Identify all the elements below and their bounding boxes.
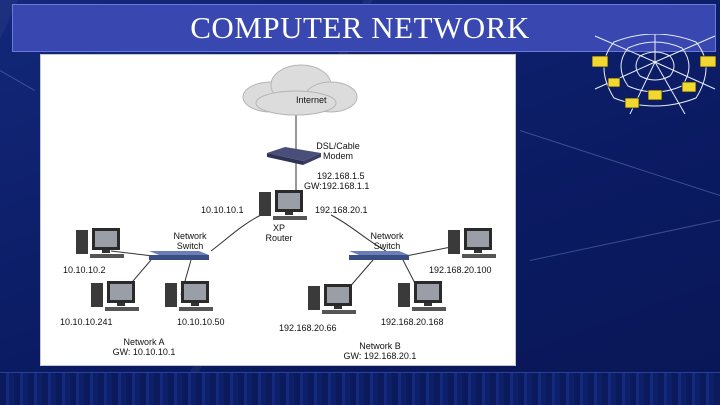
network-a-name: Network A bbox=[123, 337, 165, 347]
router-name-line1: XP bbox=[272, 223, 286, 233]
host-a1-ip: 10.10.10.2 bbox=[63, 265, 106, 275]
host-b2-ip: 192.168.20.66 bbox=[279, 323, 337, 333]
title-bar: COMPUTER NETWORK bbox=[12, 4, 716, 52]
host-a2-icon bbox=[91, 281, 139, 311]
network-a-gateway: GW: 10.10.10.1 bbox=[112, 347, 176, 357]
network-diagram: Internet DSL/Cable Modem 192.168.1.5 GW:… bbox=[40, 54, 516, 366]
slide-title: COMPUTER NETWORK bbox=[190, 10, 530, 45]
spider-web-art bbox=[591, 34, 717, 115]
host-b1-ip: 192.168.20.100 bbox=[429, 265, 492, 275]
switch-b-label-line2: Switch bbox=[373, 241, 401, 251]
host-b1-icon bbox=[448, 228, 496, 258]
router-right-ip: 192.168.20.1 bbox=[315, 205, 368, 215]
host-a2-ip: 10.10.10.241 bbox=[60, 317, 113, 327]
host-b3-ip: 192.168.20.168 bbox=[381, 317, 444, 327]
switch-b-label-line1: Network bbox=[370, 231, 404, 241]
host-b3-icon bbox=[398, 281, 446, 311]
modem-label-line1: DSL/Cable bbox=[316, 141, 360, 151]
router-wan-gateway: GW:192.168.1.1 bbox=[304, 181, 370, 191]
host-a3-ip: 10.10.10.50 bbox=[177, 317, 225, 327]
switch-a-label-line2: Switch bbox=[176, 241, 204, 251]
switch-b-icon bbox=[349, 251, 409, 260]
modem-label-line2: Modem bbox=[322, 151, 354, 161]
host-a1-icon bbox=[76, 228, 124, 258]
router-left-ip: 10.10.10.1 bbox=[201, 205, 244, 215]
switch-a-label-line1: Network bbox=[173, 231, 207, 241]
host-b2-icon bbox=[308, 284, 356, 314]
host-a3-icon bbox=[165, 281, 213, 311]
network-b-name: Network B bbox=[359, 341, 401, 351]
internet-label: Internet bbox=[296, 95, 327, 105]
internet-cloud-icon bbox=[242, 64, 358, 116]
router-name-line2: Router bbox=[265, 233, 293, 243]
switch-a-icon bbox=[149, 251, 209, 260]
modem-icon bbox=[267, 147, 321, 165]
diagram-graphics bbox=[76, 64, 496, 314]
router-wan-ip: 192.168.1.5 bbox=[317, 171, 365, 181]
footer-bar bbox=[0, 372, 720, 405]
network-b-gateway: GW: 192.168.20.1 bbox=[343, 351, 417, 361]
router-icon bbox=[259, 190, 307, 220]
